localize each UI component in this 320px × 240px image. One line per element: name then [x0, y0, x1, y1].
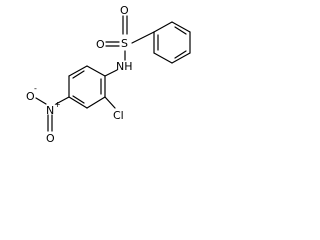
- bond-nh-ring: [104, 69, 118, 77]
- bond-n-o-double: [47, 114, 53, 132]
- bond-s-o-top: [122, 15, 128, 35]
- phenyl-ring: [153, 21, 191, 64]
- bond-s-o-left: [105, 41, 120, 47]
- atom-nitro-o-double: O: [46, 132, 55, 145]
- bond-c-cl: [104, 96, 116, 109]
- atom-nitro-o-single: O: [26, 90, 35, 103]
- bond-c-n-nitro: [55, 96, 70, 105]
- atom-oxygen-left: O: [96, 38, 105, 51]
- bond-s-phenyl: [131, 31, 155, 44]
- nitrochloro-ring: [68, 65, 106, 109]
- atom-sulfur: S: [121, 37, 128, 50]
- atom-nitro-n: N: [46, 104, 54, 117]
- molecule-structure: S O O NH Cl N + O - O: [26, 4, 191, 145]
- atom-chlorine: Cl: [113, 109, 124, 122]
- charge-nitro-o-minus: -: [34, 84, 37, 93]
- atom-nh: NH: [116, 60, 133, 73]
- charge-nitro-n-plus: +: [54, 100, 61, 109]
- bond-n-o-single: [35, 97, 47, 105]
- atom-oxygen-top: O: [120, 4, 129, 17]
